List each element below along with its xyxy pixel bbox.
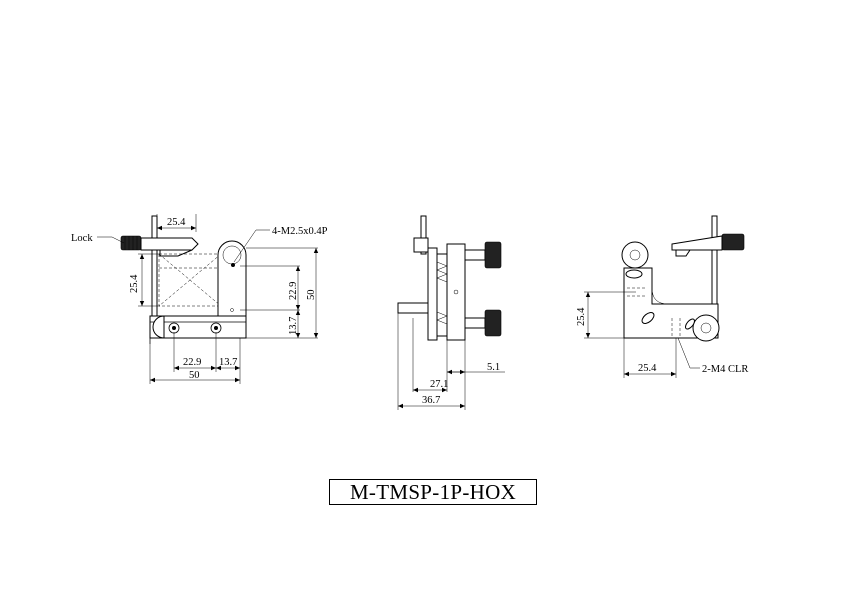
rear-clamp-arm: [671, 235, 723, 251]
dim-rear-width: 25.4: [638, 363, 657, 374]
dim-total-height: 50: [306, 290, 317, 301]
model-number: M-TMSP-1P-HOX: [349, 479, 517, 504]
front-view: Lock 4-M2.5x0.4P 25.4 25.4 22.9 13.7 50 …: [71, 214, 328, 384]
thread-hole-icon: [231, 263, 235, 267]
dim-total-width: 50: [189, 370, 200, 381]
rear-roller-bottom-icon: [692, 314, 720, 342]
side-post: [420, 215, 427, 255]
side-view: 5.1 27.1 36.7: [397, 215, 505, 410]
dim-hole-spacing: 22.9: [183, 357, 201, 368]
model-label-box: M-TMSP-1P-HOX: [329, 479, 537, 505]
dim-total-depth: 36.7: [422, 395, 440, 406]
rear-roller-top-icon: [621, 241, 649, 269]
side-back-plate: [427, 247, 438, 341]
rear-lock-knob-icon: [721, 233, 745, 251]
front-post: [151, 215, 158, 317]
adjuster-knob-bottom-icon: [484, 309, 502, 337]
dim-rear-height: 25.4: [576, 307, 587, 326]
dim-hole-height: 22.9: [288, 282, 299, 300]
dim-left-height: 25.4: [129, 274, 140, 293]
side-front-plate: [446, 243, 466, 341]
dim-depth: 27.1: [430, 379, 448, 390]
lock-callout: Lock: [71, 233, 93, 244]
dim-lower-height: 13.7: [288, 317, 299, 335]
dim-offset: 5.1: [487, 362, 500, 373]
rear-post: [711, 215, 718, 307]
dim-edge-offset: 13.7: [219, 357, 237, 368]
side-arm: [397, 302, 429, 314]
clamp-arm: [140, 237, 199, 251]
clearance-callout: 2-M4 CLR: [702, 364, 748, 375]
rear-view: 25.4 25.4 2-M4 CLR: [576, 215, 748, 378]
thread-callout: 4-M2.5x0.4P: [272, 226, 328, 237]
dim-top-width: 25.4: [167, 217, 186, 228]
front-bracket-upright: [217, 240, 247, 336]
adjuster-knob-top-icon: [484, 241, 502, 269]
